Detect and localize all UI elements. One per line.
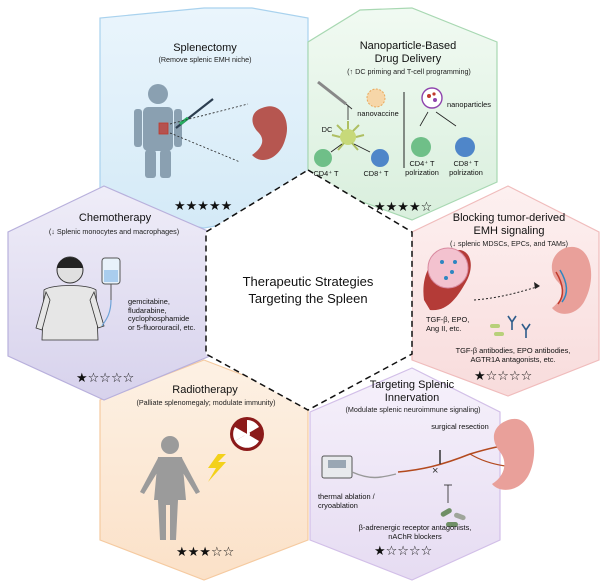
nanoparticle-rating-stars: ★★★★☆ bbox=[374, 200, 433, 215]
thermal-ablation-line-2: cryoablation bbox=[318, 500, 358, 510]
chemotherapy-drug-4: or 5-fluorouracil, etc. bbox=[128, 322, 196, 332]
cd4-polarized-cell-icon bbox=[411, 137, 431, 157]
cd4-t-label: CD4⁺ T bbox=[313, 169, 339, 178]
dashed-arrow-to-spleen bbox=[473, 285, 541, 301]
blocking-title: Blocking tumor-derived EMH signaling bbox=[434, 212, 584, 237]
nanoparticles-icon bbox=[421, 87, 443, 109]
innervation-drugs-line-1: β-adrenergic receptor antagonists, bbox=[358, 523, 472, 532]
center-title-line-1: Therapeutic Strategies bbox=[242, 274, 374, 289]
blocking-drugs-line-1: TGF-β antibodies, EPO antibodies, bbox=[455, 346, 571, 355]
syringe-icon bbox=[317, 80, 353, 110]
innervation-title-line-2: Innervation bbox=[384, 391, 440, 404]
blocking-title-line-2: EMH signaling bbox=[473, 224, 545, 237]
drug-pills-icon bbox=[440, 508, 466, 527]
radiation-icon bbox=[230, 417, 264, 451]
cd4-polarization-line-1: CD4⁺ T bbox=[409, 159, 435, 168]
cd8-polarization-line-1: CD8⁺ T bbox=[453, 159, 479, 168]
nanovaccine-label: nanovaccine bbox=[357, 109, 399, 118]
cd8-t-cell-icon bbox=[371, 149, 389, 167]
innervation-rating-stars: ★☆☆☆☆ bbox=[374, 544, 433, 559]
nanoparticle-hexagon bbox=[307, 7, 498, 221]
cd8-polarization-line-2: polrization bbox=[449, 167, 483, 177]
splenectomy-rating-stars: ★★★★★ bbox=[174, 199, 233, 214]
antibody-icons bbox=[490, 315, 531, 338]
spleen-innervation-icon bbox=[492, 418, 535, 490]
center-hexagon bbox=[205, 169, 413, 411]
chemotherapy-rating-stars: ★☆☆☆☆ bbox=[76, 371, 135, 386]
cd8-polarized-cell-icon bbox=[455, 137, 475, 157]
splenectomy-subtitle: (Remove splenic EMH niche) bbox=[158, 55, 252, 64]
human-silhouette-icon bbox=[140, 436, 200, 540]
surgical-resection-label: surgical resection bbox=[431, 422, 489, 431]
dc-label: DC bbox=[321, 125, 333, 134]
dendritic-cell-icon bbox=[331, 121, 365, 151]
splenectomy-title: Splenectomy bbox=[173, 42, 237, 54]
blocking-factors-label: TGF-β, EPO, Ang II, etc. bbox=[426, 315, 476, 333]
chemotherapy-drug-1: gemcitabine, bbox=[128, 297, 170, 306]
center-title: Therapeutic Strategies Targeting the Spl… bbox=[230, 274, 386, 308]
chemotherapy-subtitle: (↓ Splenic monocytes and macrophages) bbox=[48, 227, 180, 236]
arrow-np-cd4 bbox=[419, 111, 429, 127]
nanoparticles-label: nanoparticles bbox=[447, 100, 491, 109]
blocking-title-line-1: Blocking tumor-derived bbox=[452, 212, 566, 224]
innervation-title-line-1: Targeting Splenic bbox=[369, 379, 455, 391]
nanoparticle-title-line-1: Nanoparticle-Based bbox=[359, 40, 457, 52]
blocking-drugs-label: TGF-β antibodies, EPO antibodies, AGTR1A… bbox=[438, 346, 588, 364]
chemotherapy-title: Chemotherapy bbox=[78, 212, 152, 224]
scalpel-icon bbox=[175, 98, 214, 129]
blocking-factors-line-2: Ang II, etc. bbox=[426, 323, 462, 333]
iv-bag-icon bbox=[101, 257, 121, 327]
radiotherapy-rating-stars: ★★★☆☆ bbox=[176, 545, 235, 560]
arrow-dc-cd4 bbox=[330, 143, 343, 153]
blocking-drugs-line-2: AGTR1A antagonists, etc. bbox=[470, 354, 556, 364]
zoom-line-top bbox=[169, 103, 249, 125]
chemotherapy-drug-3: cyclophosphamide bbox=[128, 314, 190, 324]
cd8-polarization-label: CD8⁺ T polrization bbox=[449, 159, 483, 177]
thermal-ablation-label: thermal ablation / cryoablation bbox=[318, 492, 386, 510]
nanovaccine-icon bbox=[366, 88, 386, 108]
chemotherapy-drug-2: fludarabine, bbox=[128, 305, 167, 315]
nanoparticle-title-line-2: Drug Delivery bbox=[374, 52, 442, 65]
innervation-drugs-label: β-adrenergic receptor antagonists, nAChR… bbox=[346, 523, 484, 541]
zoom-line-bottom bbox=[169, 132, 241, 163]
innervation-drugs-line-2: nAChR blockers bbox=[388, 531, 442, 541]
patient-chemo-icon bbox=[35, 256, 105, 341]
arrow-np-cd8 bbox=[435, 111, 457, 127]
lightning-icon bbox=[208, 454, 226, 482]
chemotherapy-drug-list: gemcitabine, fludarabine, cyclophosphami… bbox=[128, 297, 208, 332]
cd4-polarization-label: CD4⁺ T polrization bbox=[405, 159, 439, 177]
thermal-ablation-line-1: thermal ablation / bbox=[318, 492, 375, 501]
spleen-marker-icon bbox=[158, 122, 169, 135]
innervation-title: Targeting Splenic Innervation bbox=[352, 379, 472, 404]
blocking-rating-stars: ★☆☆☆☆ bbox=[474, 369, 533, 384]
cd4-t-cell-icon bbox=[314, 149, 332, 167]
blocking-subtitle: (↓ splenic MDSCs, EPCs, and TAMs) bbox=[450, 239, 568, 248]
ablation-device-icon bbox=[321, 455, 397, 479]
spleen-icon bbox=[252, 106, 288, 161]
nanoparticle-subtitle: (↑ DC priming and T-cell programming) bbox=[347, 67, 471, 76]
nanoparticle-title: Nanoparticle-Based Drug Delivery bbox=[338, 40, 478, 65]
cut-mark: × bbox=[432, 465, 438, 477]
radiotherapy-subtitle: (Palliate splenomegaly; modulate immunit… bbox=[136, 398, 276, 407]
tumor-vessel-icon bbox=[423, 247, 471, 311]
cd8-t-label: CD8⁺ T bbox=[363, 169, 389, 178]
cd4-polarization-line-2: polrization bbox=[405, 167, 439, 177]
blocking-factors-line-1: TGF-β, EPO, bbox=[426, 315, 470, 324]
arrow-dc-cd8 bbox=[353, 143, 371, 153]
innervation-subtitle: (Modulate splenic neuroimmune signaling) bbox=[345, 405, 481, 414]
patient-silhouette bbox=[134, 84, 182, 178]
radiotherapy-title: Radiotherapy bbox=[172, 384, 238, 396]
center-title-line-2: Targeting the Spleen bbox=[248, 290, 368, 306]
